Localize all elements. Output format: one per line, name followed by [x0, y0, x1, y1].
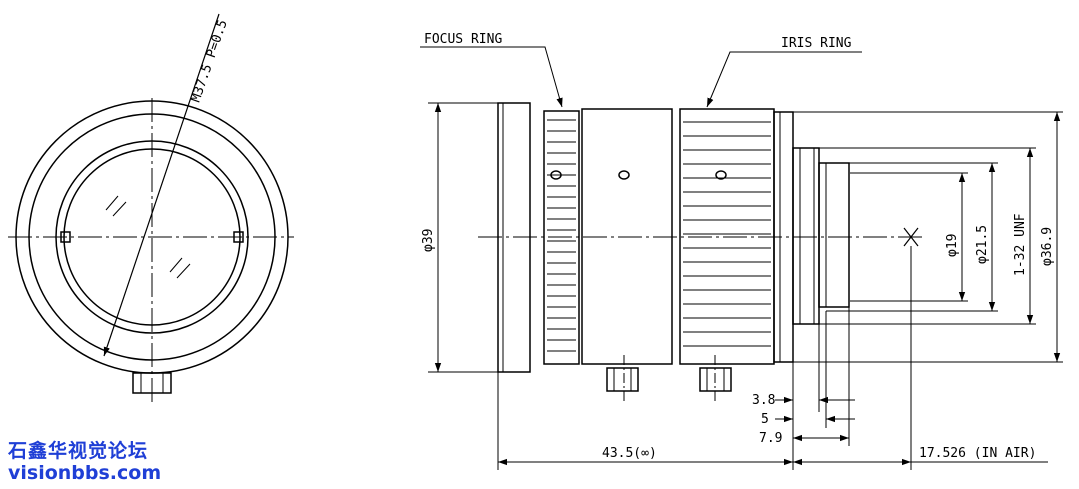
len7-9-label: 7.9 — [759, 431, 782, 446]
iris-ring-label: IRIS RING — [781, 36, 852, 51]
watermark-title: 石鑫华视觉论坛 — [8, 440, 149, 462]
len5-label: 5 — [761, 412, 769, 427]
center-lines — [8, 98, 294, 402]
left-notch — [60, 231, 71, 243]
mount-thread-label: 1-32 UNF — [1013, 213, 1028, 276]
dia21-5-label: φ21.5 — [975, 225, 990, 264]
focus-ring-leader — [420, 46, 563, 108]
front-view — [8, 13, 294, 402]
glass-hatch — [105, 195, 191, 279]
flange-label: 17.526 (IN AIR) — [919, 446, 1036, 461]
dia39-label: φ39 — [421, 229, 436, 252]
thread-leader — [103, 13, 220, 357]
dia19-label: φ19 — [945, 234, 960, 257]
c-mount-thread — [792, 147, 820, 325]
barrel-screw — [618, 170, 630, 180]
side-view — [478, 102, 925, 402]
dimensions — [420, 46, 1063, 470]
len43-5-label: 43.5(∞) — [602, 446, 657, 461]
dia36-9-label: φ36.9 — [1040, 227, 1055, 266]
iris-screw — [715, 170, 727, 180]
watermark-url: visionbbs.com — [8, 462, 162, 484]
focus-ring-knurl — [547, 119, 576, 352]
focus-ring-label: FOCUS RING — [424, 32, 502, 47]
mount-screw-front — [132, 372, 172, 394]
thread-label: M37.5 P=0.5 — [189, 18, 231, 104]
rear-element — [818, 162, 850, 308]
len3-8-label: 3.8 — [752, 393, 775, 408]
iris-ring-leader — [706, 51, 862, 108]
iris-ring-knurl — [683, 121, 771, 347]
set-screw-1 — [606, 367, 639, 392]
right-notch — [233, 231, 244, 243]
focus-screw — [550, 170, 562, 180]
